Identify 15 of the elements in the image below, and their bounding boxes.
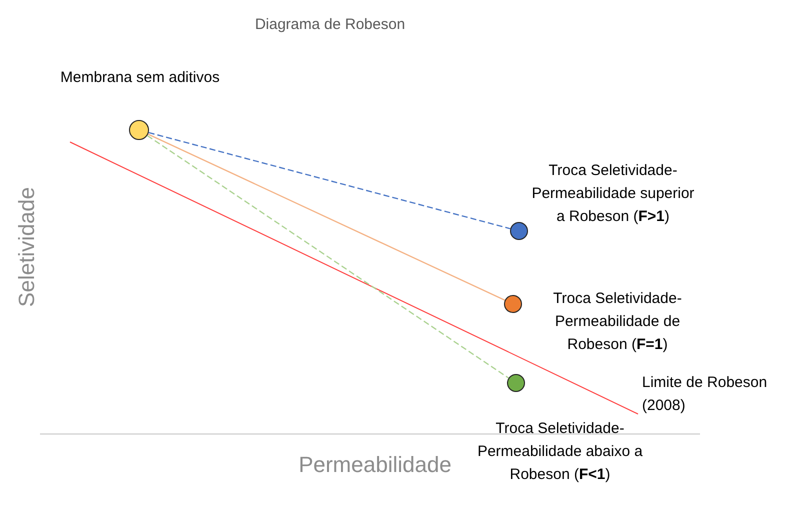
connector-line <box>146 135 509 378</box>
data-point-circle <box>129 120 149 140</box>
connector-line <box>148 132 510 230</box>
point-label: Troca Seletividade-Permeabilidade superior a Robeson (F>1) <box>530 161 696 227</box>
point-label: Membrana sem aditivos <box>60 68 220 88</box>
point-label: Troca Seletividade-Permeabilidade abaixo a Robeson (F<1) <box>476 419 644 485</box>
line-label: Limite de Robeson (2008) <box>642 373 768 416</box>
connector-line <box>148 134 506 301</box>
chart-title: Diagrama de Robeson <box>254 15 406 35</box>
data-point-circle <box>510 222 528 240</box>
data-point-circle <box>504 295 522 313</box>
point-label: Troca Seletividade-Permeabilidade de Robeson (F=1) <box>552 289 683 355</box>
x-axis-label: Permeabilidade <box>298 451 452 479</box>
data-point-circle <box>507 374 525 392</box>
y-axis-label: Seletividade <box>13 186 40 309</box>
